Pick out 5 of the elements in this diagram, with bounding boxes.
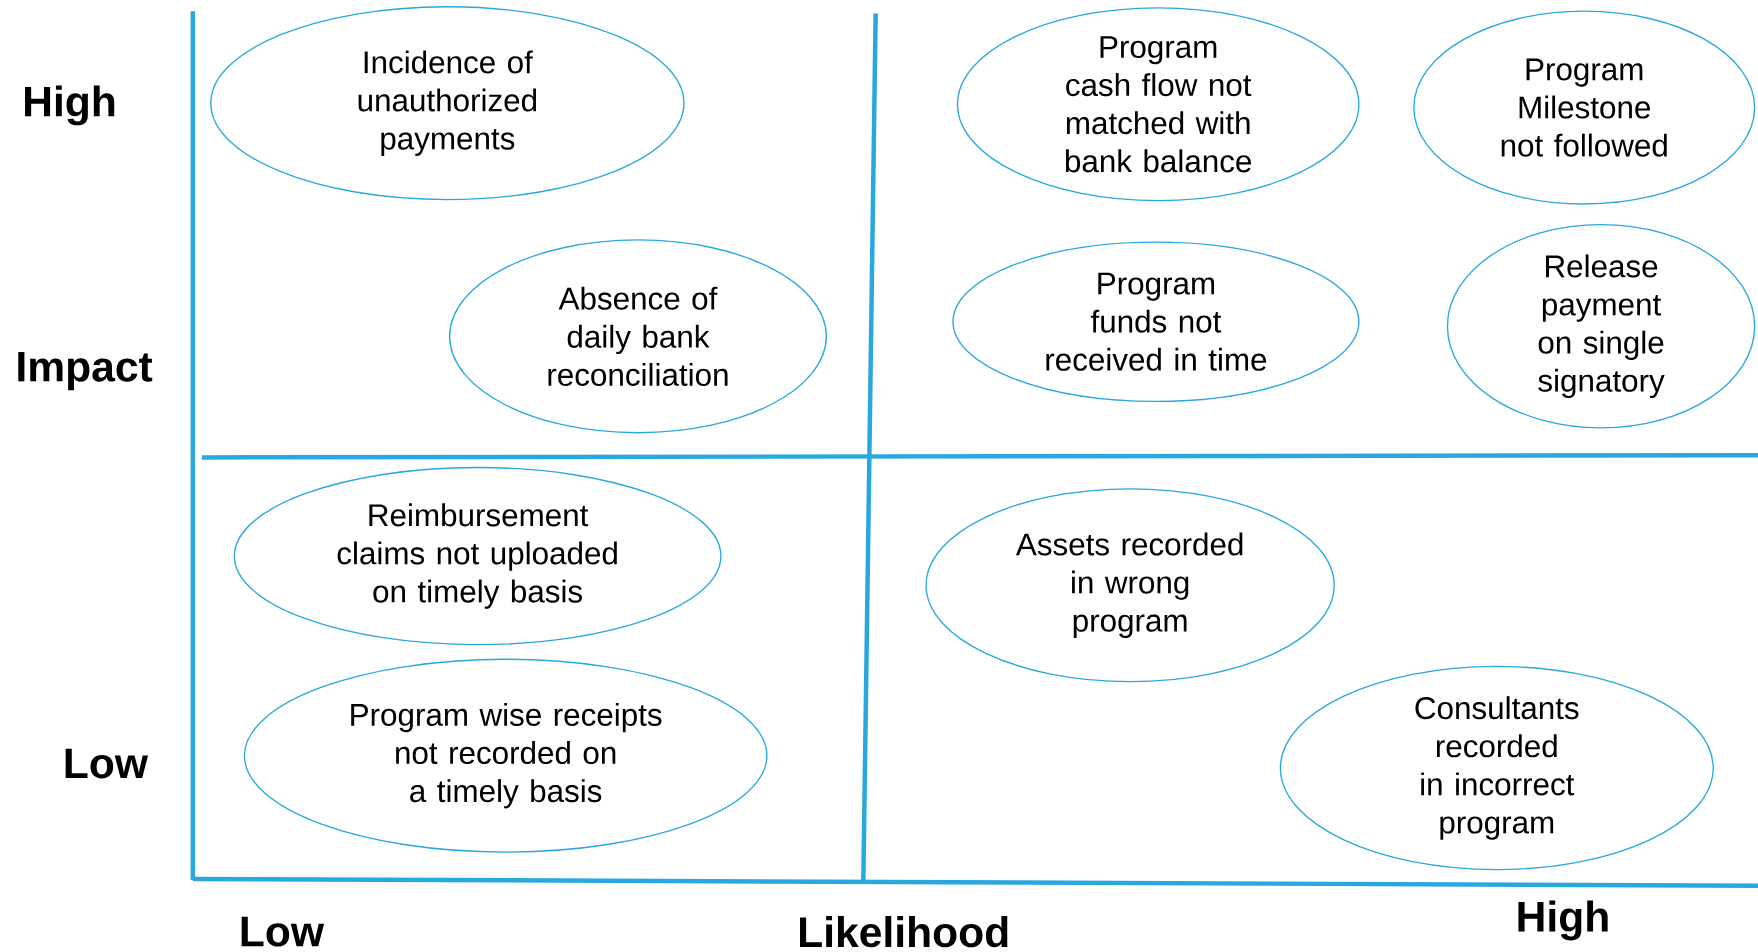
axis-label: Likelihood (800, 916, 1008, 948)
axis-label: Impact (18, 352, 153, 391)
axis-label: Low (65, 748, 149, 779)
axis-label: Low (241, 916, 325, 947)
axis-label: High (25, 85, 115, 126)
